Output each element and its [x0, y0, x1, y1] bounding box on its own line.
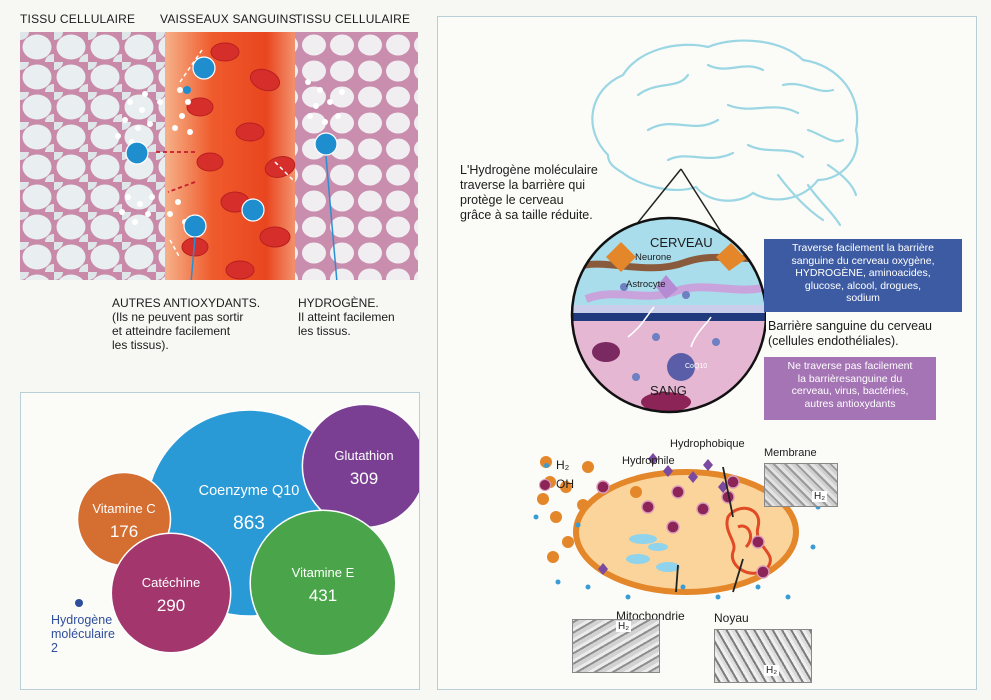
- caption-hydrogen-line-1: Il atteint facilemen: [298, 310, 395, 324]
- hydrophobique-label: Hydrophobique: [670, 438, 745, 450]
- bubble-value-2: 309: [350, 469, 378, 488]
- bubble-2: [301, 403, 427, 529]
- caption-hydrogen-title: HYDROGÈNE.: [298, 296, 379, 310]
- hydrogen-intro-line-2: traverse la barrière qui: [460, 178, 586, 192]
- caption-other-antioxidants: AUTRES ANTIOXYDANTS. (Ils ne peuvent pas…: [112, 296, 287, 352]
- caption-other-antioxidants-line-3: les tissus).: [112, 338, 169, 352]
- brain-cell-panel: L'Hydrogène moléculaire traverse la barr…: [437, 16, 977, 690]
- micrograph-nucleus-h2: H₂: [764, 665, 780, 676]
- barrier-label: Barrière sanguine du cerveau (cellules e…: [768, 319, 932, 349]
- neurone-label: Neurone: [635, 252, 672, 263]
- hydrogen-small-name-2: moléculaire: [51, 627, 115, 641]
- blood-brain-barrier-diagram: [570, 168, 766, 414]
- caption-other-antioxidants-line-1: (Ils ne peuvent pas sortir: [112, 310, 244, 324]
- bubble-4: [249, 509, 397, 657]
- header-tissue-left: TISSU CELLULAIRE: [20, 12, 136, 26]
- crosses-barrier-line-4: glucose, alcool, drogues,: [804, 279, 922, 292]
- bubble-value-5: 290: [157, 596, 185, 615]
- header-blood-vessels: VAISSEAUX SANGUINS: [160, 12, 297, 26]
- micrograph-mitochondria-h2: H₂: [616, 621, 632, 632]
- blocked-barrier-line-1: Ne traverse pas facilement: [787, 360, 913, 372]
- bubble-name-2: Glutathion: [334, 448, 393, 463]
- hydrogen-small-value: 2: [51, 641, 58, 655]
- hydrogen-intro-text: L'Hydrogène moléculaire traverse la barr…: [460, 163, 660, 223]
- blocked-barrier-line-3: cerveau, virus, bactéries,: [791, 385, 909, 397]
- caption-other-antioxidants-line-2: et atteindre facilement: [112, 324, 231, 338]
- caption-hydrogen-line-2: les tissus.: [298, 324, 351, 338]
- bubble-value-4: 431: [309, 586, 337, 605]
- zone-blood-label: SANG: [650, 383, 687, 398]
- bubble-name-1: Coenzyme Q10: [199, 483, 300, 499]
- zone-brain-label: CERVEAU: [650, 235, 713, 250]
- hydrogen-small-name-1: Hydrogène: [51, 613, 113, 627]
- bubble-value-1: 863: [233, 513, 265, 534]
- brain-outline-icon: [591, 39, 859, 227]
- membrane-label: Membrane: [764, 447, 817, 459]
- legend-oh-dot: [539, 479, 551, 491]
- micrograph-membrane-h2: H₂: [812, 491, 828, 502]
- crosses-barrier-line-2: sanguine du cerveau oxygène,: [791, 254, 935, 267]
- blocked-barrier-box: Ne traverse pas facilement la barrièresa…: [764, 357, 936, 420]
- crosses-barrier-line-3: HYDROGÈNE, aminoacides,: [795, 267, 931, 279]
- barrier-label-line-2: (cellules endothéliales).: [768, 334, 899, 348]
- tissue-illustration: [20, 32, 418, 280]
- legend-h2-label: H₂: [556, 458, 570, 472]
- coq10-label: CoQ10: [685, 363, 708, 370]
- legend-oh-label: OH: [556, 477, 574, 491]
- cell-diagram: [533, 453, 821, 600]
- bubble-name-4: Vitamine E: [292, 565, 355, 580]
- hydrogen-intro-line-1: L'Hydrogène moléculaire: [460, 163, 598, 177]
- barrier-label-line-1: Barrière sanguine du cerveau: [768, 319, 932, 333]
- legend-h2-dot: [544, 463, 549, 468]
- crosses-barrier-line-5: sodium: [846, 292, 880, 304]
- astrocyte-label: Astrocyte: [626, 279, 666, 290]
- hydrogen-intro-line-4: grâce à sa taille réduite.: [460, 208, 593, 222]
- hydrogen-intro-line-3: protège le cerveau: [460, 193, 564, 207]
- bubble-value-3: 176: [110, 522, 138, 541]
- bubble-name-3: Vitamine C: [92, 501, 155, 516]
- crosses-barrier-line-1: Traverse facilement la barrière: [792, 242, 934, 254]
- caption-hydrogen: HYDROGÈNE. Il atteint facilemen les tiss…: [298, 296, 428, 338]
- bubble-5: [110, 532, 232, 654]
- bubble-name-5: Catéchine: [142, 575, 201, 590]
- hydrogen-small-label: Hydrogène moléculaire 2: [51, 613, 115, 655]
- crosses-barrier-box: Traverse facilement la barrière sanguine…: [764, 239, 962, 312]
- header-tissue-right: TISSU CELLULAIRE: [295, 12, 411, 26]
- blocked-barrier-line-2: la barrièresanguine du: [797, 372, 903, 385]
- noyau-label: Noyau: [714, 611, 749, 625]
- micrograph-nucleus: [714, 629, 812, 683]
- blocked-barrier-line-4: autres antioxydants: [804, 397, 896, 410]
- caption-other-antioxidants-title: AUTRES ANTIOXYDANTS.: [112, 296, 261, 310]
- hydrophile-label: Hydrophile: [622, 455, 675, 467]
- bubble-hydrogen-dot: [75, 599, 83, 607]
